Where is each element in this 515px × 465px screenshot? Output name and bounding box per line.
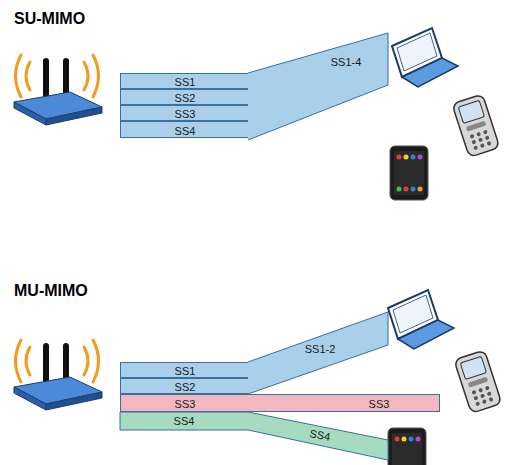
smartphone-icon [388, 428, 426, 465]
band-border [248, 33, 388, 140]
router-icon [14, 340, 102, 410]
feature-phone-icon [454, 350, 502, 413]
spatial-stream-band: SS3 SS3 [120, 394, 440, 412]
stream-label: SS4 [120, 414, 248, 428]
band-border [248, 312, 388, 394]
band-outline [120, 412, 388, 460]
stream-band-merged: SS1-2 [248, 312, 388, 394]
stream-label: SS3 [121, 106, 249, 122]
stream-label: SS1-4 [326, 55, 366, 69]
band-fill [248, 33, 388, 140]
section-heading: SU-MIMO [14, 10, 85, 28]
stream-label: SS2 [121, 379, 249, 395]
stream-label: SS3 [121, 395, 249, 413]
stream-band-merged: SS1-4 [248, 33, 388, 140]
stream-band-merged: SS4SS4 [120, 412, 388, 460]
spatial-stream-band: SS3 [120, 105, 248, 121]
spatial-stream-band: SS2 [120, 89, 248, 105]
stream-label: SS4 [121, 122, 249, 139]
smartphone-icon [390, 146, 428, 200]
band-outline [248, 33, 388, 140]
stream-label: SS2 [121, 90, 249, 106]
spatial-stream-band: SS1 [120, 73, 248, 89]
stream-label: SS1-2 [298, 342, 342, 356]
stream-label: SS3 [357, 395, 401, 413]
laptop-icon [388, 290, 454, 349]
laptop-icon [392, 28, 458, 87]
stream-label: SS1 [121, 74, 249, 90]
spatial-stream-band: SS4 [120, 121, 248, 138]
stream-label: SS1 [121, 363, 249, 379]
band-fill [248, 312, 388, 394]
band-border [120, 412, 388, 460]
spatial-stream-band: SS2 [120, 378, 248, 394]
band-fill [120, 412, 388, 460]
spatial-stream-band: SS1 [120, 362, 248, 378]
section-heading: MU-MIMO [14, 282, 88, 300]
router-icon [14, 55, 102, 125]
feature-phone-icon [452, 94, 500, 157]
